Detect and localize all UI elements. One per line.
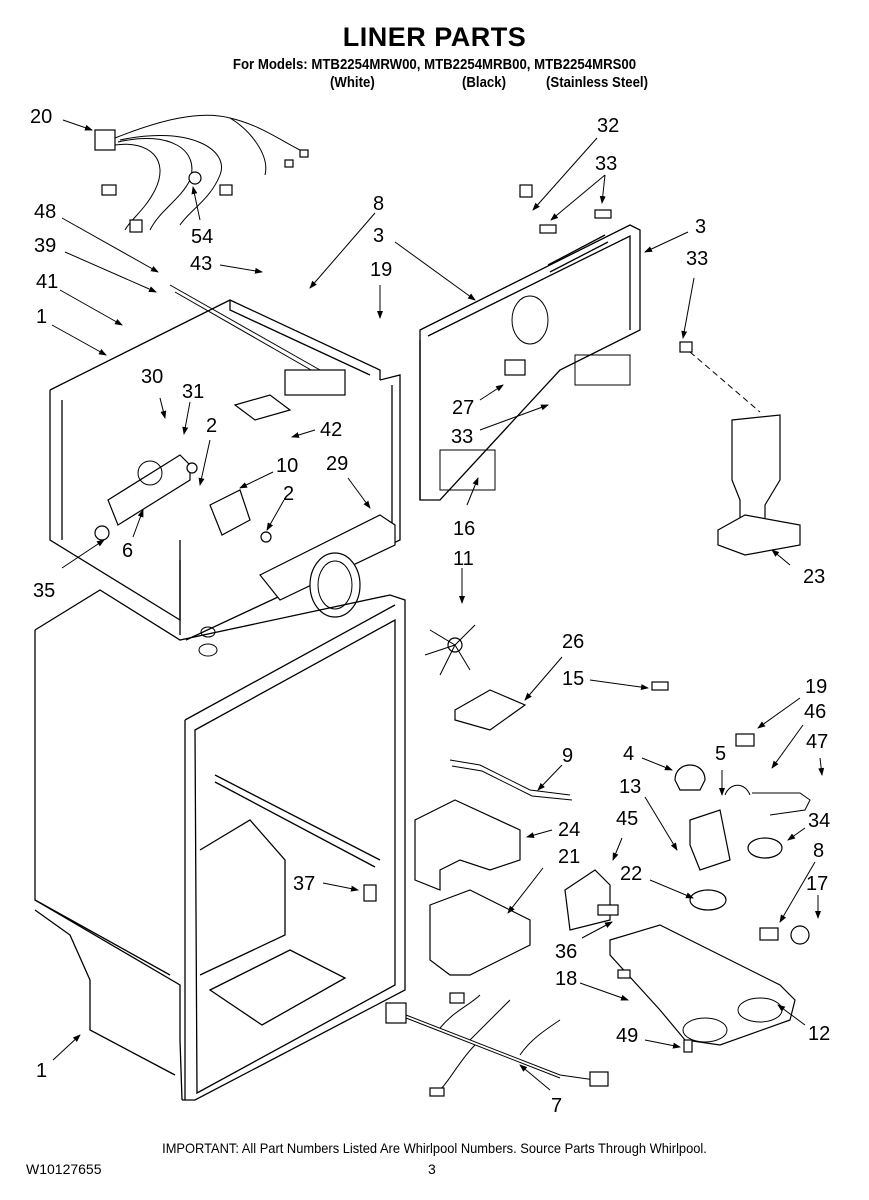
callout-46[interactable]: 46 [804,701,826,723]
fan-assembly [259,514,476,676]
callout-43[interactable]: 43 [190,253,212,275]
callout-4[interactable]: 4 [623,743,634,765]
callout-37[interactable]: 37 [293,873,315,895]
callout-10[interactable]: 10 [276,455,298,477]
callout-48[interactable]: 48 [34,201,56,223]
callout-8-upper[interactable]: 8 [373,193,384,215]
callout-41[interactable]: 41 [36,271,58,293]
callout-15[interactable]: 15 [562,668,584,690]
variant-white: (White) [330,74,375,91]
callout-8-lower[interactable]: 8 [813,840,824,862]
callout-39[interactable]: 39 [34,235,56,257]
callout-26[interactable]: 26 [562,631,584,653]
variant-black: (Black) [462,74,507,91]
callout-12[interactable]: 12 [808,1023,830,1045]
callout-33-right[interactable]: 33 [686,248,708,270]
evaporator-cover-panel [419,184,693,501]
callout-19-upper[interactable]: 19 [370,259,392,281]
callout-34[interactable]: 34 [808,810,830,832]
callout-3-left[interactable]: 3 [373,225,384,247]
callout-33-center[interactable]: 33 [451,426,473,448]
document-number: W10127655 [26,1161,102,1177]
callout-30[interactable]: 30 [141,366,163,388]
callout-labels: 20 54 48 39 41 1 8 3 43 19 32 33 3 33 30… [30,106,830,1117]
fresh-food-liner [34,589,406,1101]
wire-harness-upper [94,114,309,233]
crisper-covers [414,681,669,976]
callout-23[interactable]: 23 [803,566,825,588]
callout-leaders [51,119,825,1091]
callout-29[interactable]: 29 [326,453,348,475]
callout-32[interactable]: 32 [597,115,619,137]
callout-35[interactable]: 35 [33,580,55,602]
callout-36[interactable]: 36 [555,941,577,963]
page-title: LINER PARTS [342,22,527,52]
callout-2-lower[interactable]: 2 [283,483,294,505]
callout-9[interactable]: 9 [562,745,573,767]
callout-5[interactable]: 5 [715,743,726,765]
page-number: 3 [428,1161,436,1177]
callout-47[interactable]: 47 [806,731,828,753]
callout-1-lower[interactable]: 1 [36,1060,47,1082]
wire-harness-lower [385,992,609,1097]
callout-54[interactable]: 54 [191,226,213,248]
callout-24[interactable]: 24 [558,819,580,841]
callout-16[interactable]: 16 [453,518,475,540]
callout-27[interactable]: 27 [452,397,474,419]
callout-11[interactable]: 11 [453,548,474,570]
callout-13[interactable]: 13 [619,776,641,798]
air-duct [689,351,801,556]
callout-42[interactable]: 42 [320,419,342,441]
callout-7[interactable]: 7 [551,1095,562,1117]
callout-31[interactable]: 31 [182,381,204,403]
control-assembly [94,394,292,543]
callout-2-upper[interactable]: 2 [206,415,217,437]
callout-1-upper[interactable]: 1 [36,306,47,328]
callout-19-lower[interactable]: 19 [805,676,827,698]
lower-control-housing [564,733,811,1053]
callout-22[interactable]: 22 [620,863,642,885]
callout-33-pair[interactable]: 33 [595,153,617,175]
callout-3-right[interactable]: 3 [695,216,706,238]
callout-49[interactable]: 49 [616,1025,638,1047]
callout-17[interactable]: 17 [806,873,828,895]
models-line: For Models: MTB2254MRW00, MTB2254MRB00, … [232,56,637,73]
callout-21[interactable]: 21 [558,846,580,868]
freezer-liner [49,284,401,641]
variant-stainless: (Stainless Steel) [546,74,648,91]
callout-6[interactable]: 6 [122,540,133,562]
important-note: IMPORTANT: All Part Numbers Listed Are W… [162,1140,707,1156]
callout-20[interactable]: 20 [30,106,52,128]
callout-45[interactable]: 45 [616,808,638,830]
callout-18[interactable]: 18 [555,968,577,990]
